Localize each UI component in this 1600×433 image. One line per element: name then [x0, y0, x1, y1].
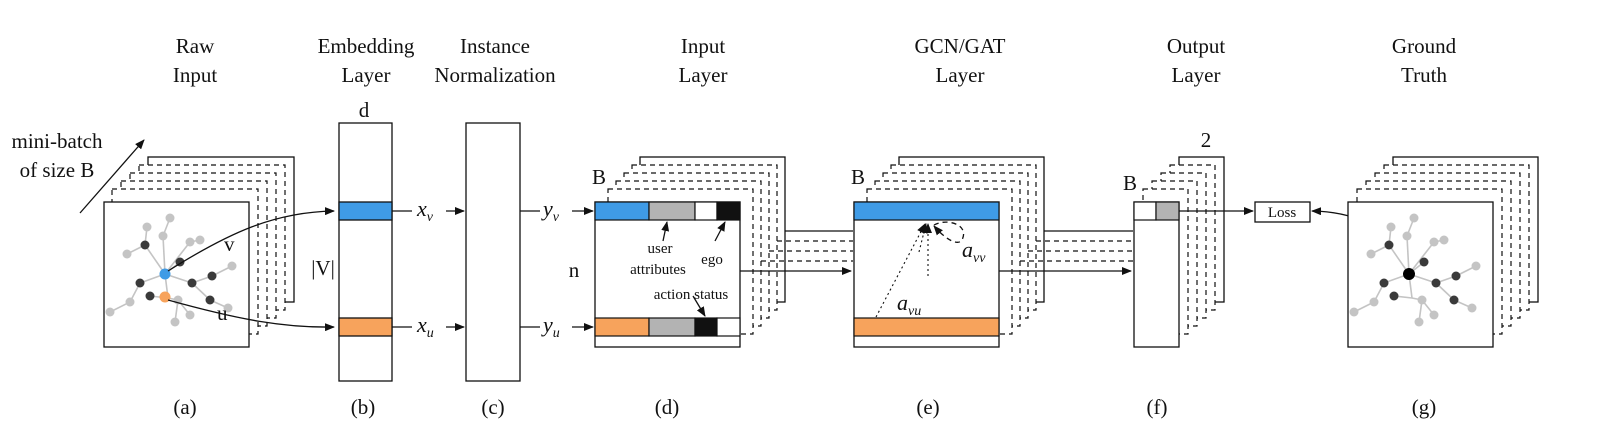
output-cell-0	[1133, 201, 1157, 221]
caption-f: (f)	[1147, 395, 1168, 419]
header-ground-truth-2: Truth	[1401, 63, 1447, 87]
gcn-dim-B: B	[851, 165, 865, 189]
output-layer: 2 B	[1123, 128, 1225, 348]
header-ground-truth-1: Ground	[1392, 34, 1457, 58]
arrow-v-to-embedding	[167, 207, 335, 272]
input-row-u-user-attributes	[648, 317, 696, 337]
annotation-ego: ego	[701, 252, 723, 268]
header-raw-input-2: Input	[173, 63, 217, 87]
annotation-user: user	[648, 241, 673, 257]
output-dim-2: 2	[1201, 128, 1212, 152]
loss-label: Loss	[1268, 205, 1297, 221]
raw-input-stack: v u	[103, 156, 295, 348]
header-gcn-1: GCN/GAT	[914, 34, 1005, 58]
annotation-action-status: action status	[654, 287, 729, 303]
minibatch-arrow	[79, 139, 145, 214]
output-cell-1	[1155, 201, 1180, 221]
annotation-attributes: attributes	[630, 262, 686, 278]
label-xu: xu	[416, 312, 434, 341]
minibatch-label-1: mini-batch	[12, 129, 103, 153]
embedding-row-u	[338, 317, 393, 337]
input-layer: B n user attributes ego action status	[569, 156, 786, 348]
arrow-u-to-embedding	[167, 299, 335, 332]
input-row-u-ego	[716, 317, 741, 337]
input-row-u-action-status	[694, 317, 718, 337]
caption-c: (c)	[481, 395, 504, 419]
header-embedding-1: Embedding	[318, 34, 415, 58]
label-avv: avv	[962, 237, 986, 266]
raw-graph	[105, 213, 237, 327]
gcn-to-output-connectors	[999, 230, 1133, 275]
embedding-matrix	[338, 122, 393, 382]
loss-box	[1254, 201, 1311, 223]
caption-b: (b)	[351, 395, 376, 419]
ground-truth-stack	[1347, 156, 1539, 348]
input-row-u-embedding	[594, 317, 650, 337]
attention-avv-loop	[933, 221, 965, 243]
input-row-v-user-attributes	[648, 201, 696, 221]
label-xv: xv	[416, 196, 434, 225]
caption-e: (e)	[916, 395, 939, 419]
gcn-row-v	[853, 201, 1000, 221]
label-avu: avu	[897, 290, 921, 319]
node-u	[159, 291, 171, 303]
output-dim-B: B	[1123, 171, 1137, 195]
input-dim-B: B	[592, 165, 606, 189]
output-front-frame	[1133, 201, 1180, 348]
header-embedding-2: Layer	[342, 63, 391, 87]
caption-a: (a)	[173, 395, 196, 419]
minibatch-label-2: of size B	[20, 158, 95, 182]
header-gcn-2: Layer	[936, 63, 985, 87]
embedding-dim-d: d	[359, 98, 370, 122]
node-v-label: v	[224, 232, 235, 256]
header-input-1: Input	[681, 34, 725, 58]
embedding-dim-V: |V|	[311, 256, 335, 280]
header-instnorm-1: Instance	[460, 34, 530, 58]
gcn-row-u	[853, 317, 1000, 337]
instance-normalization-block	[465, 122, 521, 382]
input-row-v-action-status	[694, 201, 718, 221]
input-to-gcn-connectors	[740, 230, 853, 275]
header-input-2: Layer	[679, 63, 728, 87]
input-row-v-ego	[716, 201, 741, 221]
header-output-2: Layer	[1172, 63, 1221, 87]
input-row-v-embedding	[594, 201, 650, 221]
input-dim-n: n	[569, 258, 580, 282]
node-v	[159, 268, 171, 280]
gcn-layer: B avv avu	[851, 156, 1045, 348]
caption-g: (g)	[1412, 395, 1437, 419]
embedding-layer: d |V|	[311, 98, 393, 382]
embedding-row-v	[338, 201, 393, 221]
header-output-1: Output	[1167, 34, 1226, 58]
node-u-label: u	[217, 301, 228, 325]
caption-d: (d)	[655, 395, 680, 419]
header-raw-input-1: Raw	[176, 34, 215, 58]
label-yu: yu	[541, 312, 560, 341]
captions: (a) (b) (c) (d) (e) (f) (g)	[173, 395, 1436, 419]
ego-node	[1403, 268, 1415, 280]
headers: Raw Input Embedding Layer Instance Norma…	[173, 34, 1457, 87]
header-instnorm-2: Normalization	[434, 63, 556, 87]
truth-graph	[1349, 213, 1481, 327]
label-yv: yv	[541, 196, 560, 225]
